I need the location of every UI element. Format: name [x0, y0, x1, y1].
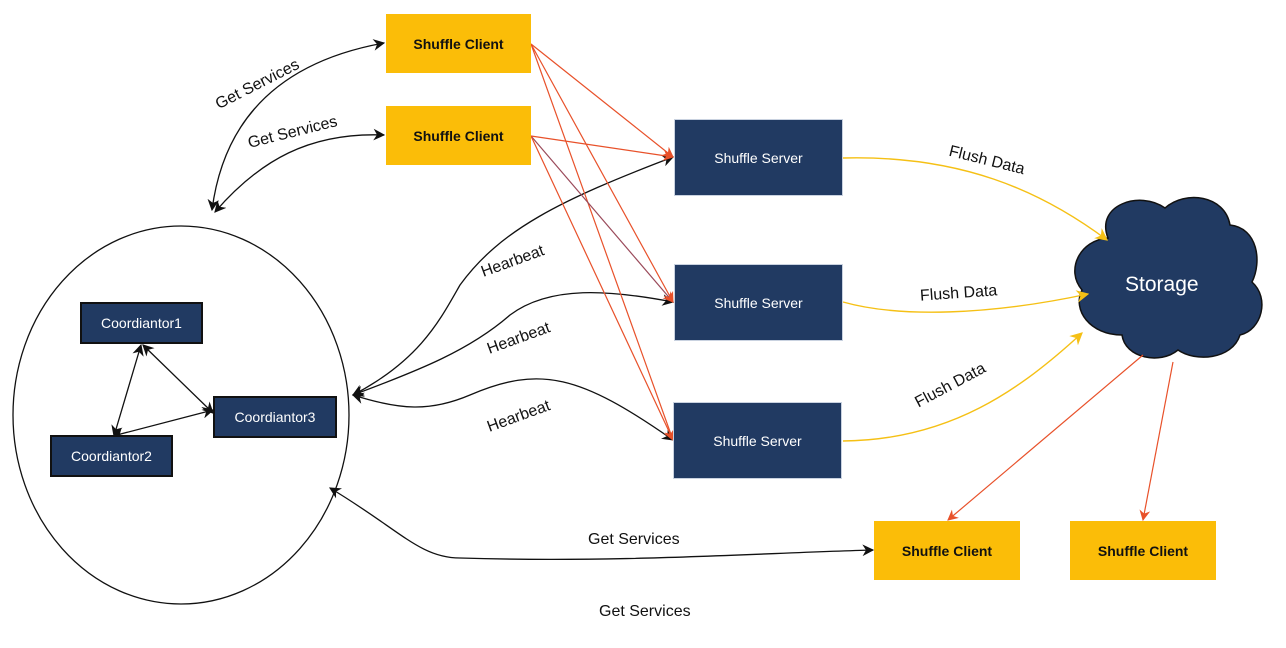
- edge-client2-server1: [530, 135, 675, 161]
- shuffle-client-2[interactable]: Shuffle Client: [386, 106, 531, 165]
- shuffle-client-3[interactable]: Shuffle Client: [874, 521, 1020, 580]
- label-get-services-4: Get Services: [599, 603, 691, 620]
- shuffle-client-2-label: Shuffle Client: [413, 127, 504, 144]
- coordinator-2[interactable]: Coordiantor2: [50, 435, 173, 477]
- edge-flush-3: [842, 332, 1083, 442]
- shuffle-client-4[interactable]: Shuffle Client: [1070, 521, 1216, 580]
- edge-client1-server1: [530, 43, 674, 158]
- shuffle-client-3-label: Shuffle Client: [901, 542, 993, 559]
- edge-coord-3-2: [111, 406, 215, 440]
- data-edges: [530, 43, 1174, 522]
- coordinator-cluster: [12, 225, 350, 605]
- shuffle-client-1-label: Shuffle Client: [413, 35, 504, 52]
- edge-heartbeat-1: [351, 155, 675, 396]
- label-get-services-3: Get Services: [588, 531, 680, 548]
- shuffle-server-3-label: Shuffle Server: [713, 432, 802, 449]
- edge-storage-client4: [1139, 361, 1174, 522]
- shuffle-client-1[interactable]: Shuffle Client: [386, 14, 531, 73]
- edge-coord-1-3: [142, 344, 214, 414]
- shuffle-server-1-label: Shuffle Server: [714, 149, 803, 166]
- shuffle-server-2-label: Shuffle Server: [714, 294, 803, 311]
- edge-coord-1-2: [111, 343, 144, 438]
- edge-get-services-2: [214, 128, 386, 213]
- edge-storage-client3: [947, 354, 1144, 521]
- edge-client1-server3: [530, 43, 675, 442]
- coordinator-2-label: Coordiantor2: [71, 448, 152, 464]
- shuffle-server-3[interactable]: Shuffle Server: [673, 402, 842, 479]
- edge-client2-server3: [530, 135, 674, 441]
- coordinator-3-label: Coordiantor3: [234, 409, 316, 425]
- edge-heartbeat-2: [351, 291, 675, 397]
- coordinator-1-label: Coordiantor1: [101, 315, 182, 331]
- storage-cloud: [1074, 196, 1263, 359]
- edge-heartbeat-3: [351, 378, 674, 441]
- coordinator-1[interactable]: Coordiantor1: [80, 302, 203, 344]
- storage-label: Storage: [1125, 273, 1199, 296]
- shuffle-server-1[interactable]: Shuffle Server: [674, 119, 843, 196]
- coordinator-3[interactable]: Coordiantor3: [213, 396, 337, 438]
- edge-flush-2: [842, 290, 1090, 313]
- shuffle-client-4-label: Shuffle Client: [1097, 542, 1189, 559]
- edge-get-services-3: [328, 487, 875, 561]
- edge-client1-server2: [530, 43, 674, 303]
- edge-client2-server2: [530, 135, 674, 303]
- shuffle-server-2[interactable]: Shuffle Server: [674, 264, 843, 341]
- edge-flush-1: [842, 157, 1109, 241]
